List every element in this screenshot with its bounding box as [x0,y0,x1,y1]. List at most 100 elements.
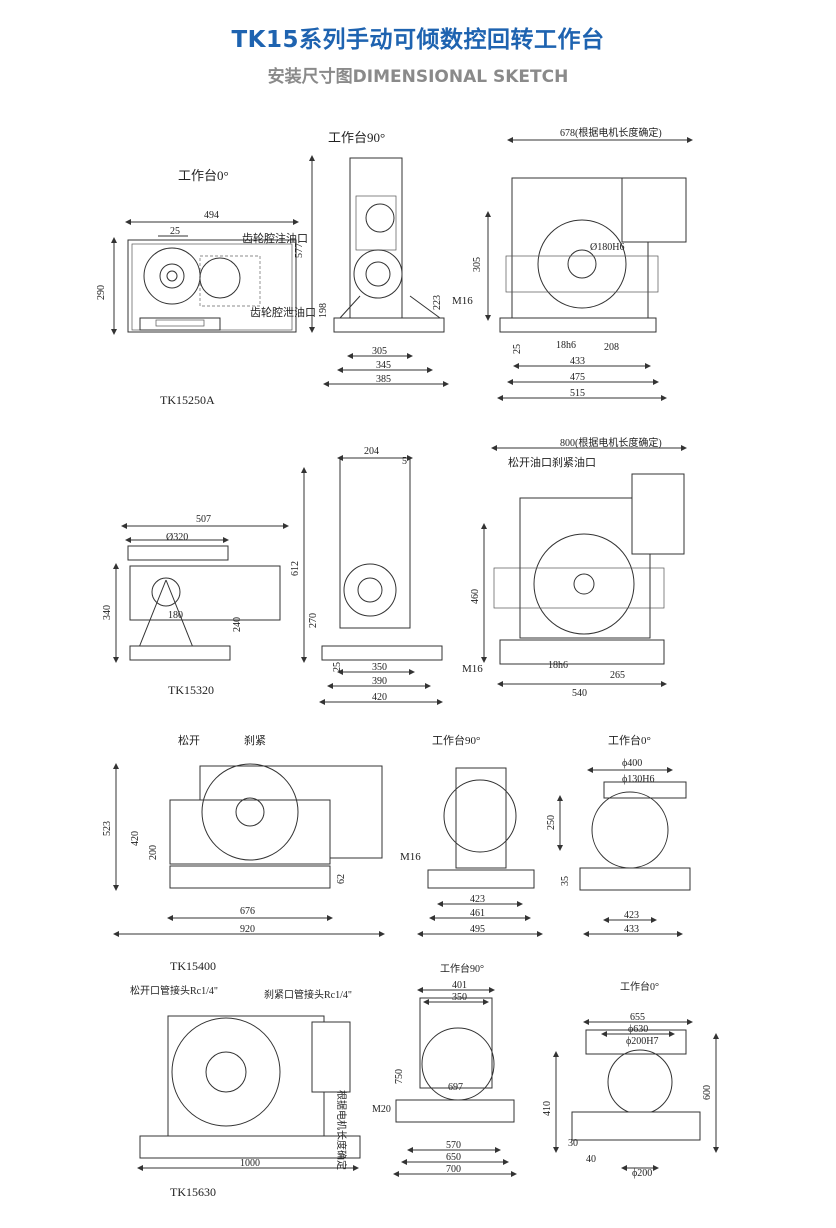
tk15400-dim-62: 62 [336,874,347,884]
tk15400-dim-400: ϕ400 [622,758,642,769]
tk15630-dim-401: 401 [452,980,467,991]
tk15320-dim-265: 265 [610,670,625,681]
tk15400-dim-420: 420 [130,831,141,846]
tk15630-dim-700: 700 [446,1164,461,1175]
tk15250a-view-90-label: 工作台90° [328,130,385,145]
tk15630-dim-410: 410 [542,1101,553,1116]
tk15630-dim-697: 697 [448,1082,463,1093]
tk15630-model-label: TK15630 [170,1185,216,1199]
tk15400-dim-130: ϕ130H6 [622,774,655,785]
tk15250a-dim-305b: 305 [472,257,483,272]
tk15400-dim-250: 250 [546,815,557,830]
tk15400-dim-676: 676 [240,906,255,917]
tk15400-dim-461: 461 [470,908,485,919]
tk15400-dim-495: 495 [470,924,485,935]
tk15320-dim-540: 540 [572,688,587,699]
tk15320-dim-340: 340 [102,605,113,620]
tk15630-clamp-label: 刹紧口管接头Rc1/4" [264,988,352,1001]
tk15400-dim-423b: 423 [624,910,639,921]
tk15630-dim-350: 350 [452,992,467,1003]
tk15400-view-90-label: 工作台90° [432,733,480,747]
tk15400-dim-523: 523 [102,821,113,836]
tk15250a-dim-180: Ø180H6 [590,242,624,253]
tk15630-m20-label: M20 [372,1104,391,1115]
tk15250a-m16-label: M16 [452,295,473,307]
tk15630-front-view [137,1015,361,1171]
tk15250a-dim-25b: 25 [512,344,523,354]
tk15320-dim-460: 460 [470,589,481,604]
tk15250a-dim-678: 678(根据电机长度确定) [560,126,662,139]
tk15400-side-view [417,767,543,937]
tk15630-dim-570: 570 [446,1140,461,1151]
tk15630-view-90-label: 工作台90° [440,962,484,975]
page-title: TK15系列手动可倾数控回转工作台 [231,27,605,53]
tk15630-loosen-label: 松开口管接头Rc1/4" [130,984,218,997]
tk15630-dim-1000: 1000 [240,1158,260,1169]
tk15250a-dim-25: 25 [170,226,180,237]
tk15320-dim-204: 204 [364,446,379,457]
tk15630-dim-40: 40 [586,1154,596,1165]
tk15320-top-view [481,445,687,687]
tk15320-m16-label: M16 [462,663,483,675]
tk15320-dim-320: Ø320 [166,532,188,543]
tk15250a-dim-208: 208 [604,342,619,353]
tk15250a-oil-out-label: 齿轮腔泄油口 [250,305,316,319]
tk15250a-dim-475: 475 [570,372,585,383]
tk15250a-dim-515: 515 [570,388,585,399]
tk15250a-dim-290: 290 [96,285,107,300]
tk15400-dim-200: 200 [148,845,159,860]
tk15630-side-view [393,987,517,1177]
tk15320-dim-18h6: 18h6 [548,660,568,671]
tk15630-view-0-label: 工作台0° [620,980,659,993]
tk15250a-dim-198: 198 [318,303,329,318]
tk15320-dim-25: 25 [332,662,343,672]
tk15400-front-view [113,763,385,937]
tk15400-end-view [557,767,691,937]
tk15630-dim-650: 650 [446,1152,461,1163]
tk15320-dim-240: 240 [232,617,243,632]
tk15250a-dim-577: 577 [294,243,305,258]
tk15320-dim-5: 5 [402,456,407,467]
tk15250a-dim-305: 305 [372,346,387,357]
tk15250a-dim-345: 345 [376,360,391,371]
tk15630-dim-30: 30 [568,1138,578,1149]
tk15630-dim-655: 655 [630,1012,645,1023]
tk15630-dim-600: 600 [702,1085,713,1100]
tk15250a-dim-385: 385 [376,374,391,385]
tk15250a-dim-494: 494 [204,210,219,221]
tk15320-side-view [301,455,443,705]
tk15250a-model-label: TK15250A [160,393,215,407]
tk15400-dim-35: 35 [560,876,571,886]
tk15250a-top-view [485,137,693,401]
tk15630-dim-200: ϕ200 [632,1168,652,1179]
tk15320-front-view [113,523,289,663]
tk15320-dim-180: 180 [168,610,183,621]
tk15320-dim-350: 350 [372,662,387,673]
tk15400-m16-label: M16 [400,851,421,863]
tk15630-dim-630: ϕ630 [628,1024,648,1035]
tk15320-dim-270: 270 [308,613,319,628]
tk15250a-dim-223: 223 [432,295,443,310]
tk15630-end-view [553,1019,719,1171]
tk15630-dim-200h7: ϕ200H7 [626,1036,659,1047]
tk15250a-view-0-label: 工作台0° [178,168,229,183]
tk15250a-dim-18h6: 18h6 [556,340,576,351]
tk15320-dim-390: 390 [372,676,387,687]
tk15320-dim-800: 800(根据电机长度确定) [560,436,662,449]
tk15630-dim-750: 750 [394,1069,405,1084]
tk15400-model-label: TK15400 [170,959,216,973]
tk15250a-dim-433: 433 [570,356,585,367]
tk15320-model-label: TK15320 [168,683,214,697]
tk15400-dim-433: 433 [624,924,639,935]
tk15400-dim-423: 423 [470,894,485,905]
tk15630-motor-label: 根据电机长度确定 [335,1090,348,1170]
page-subtitle: 安装尺寸图DIMENSIONAL SKETCH [267,67,569,87]
tk15400-view-0-label: 工作台0° [608,733,651,747]
tk15400-dim-920: 920 [240,924,255,935]
tk15400-loosen-label: 松开 [178,733,200,747]
tk15250a-side-view [309,155,449,387]
tk15320-dim-507: 507 [196,514,211,525]
tk15250a-front-view [111,219,299,335]
tk15320-oil-label: 松开油口刹紧油口 [508,455,596,469]
